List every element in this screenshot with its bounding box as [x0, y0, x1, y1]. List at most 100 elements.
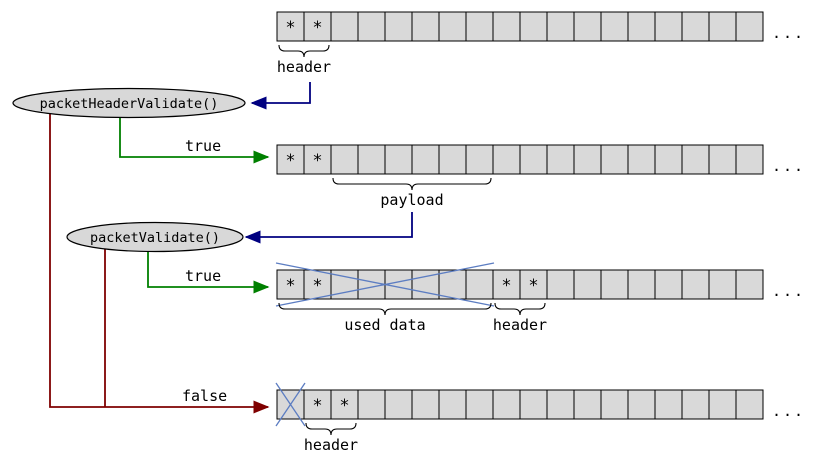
packet-row-2: **payload...	[276, 144, 803, 209]
brace-label: header	[277, 58, 331, 76]
memory-cell	[303, 269, 332, 300]
memory-cell	[573, 144, 602, 175]
memory-cell	[411, 144, 440, 175]
memory-cell	[438, 269, 467, 300]
star-mark: *	[339, 396, 349, 416]
function-node-ellipse	[12, 87, 246, 119]
edge-true-to-row-3	[147, 251, 270, 294]
memory-cell	[492, 144, 521, 175]
memory-cell	[384, 269, 413, 300]
ellipsis-label: ...	[772, 402, 805, 420]
memory-cell	[600, 144, 629, 175]
memory-cell	[573, 269, 602, 300]
star-mark: *	[528, 276, 538, 296]
memory-cell	[411, 389, 440, 420]
memory-cell	[708, 389, 737, 420]
edges	[49, 82, 413, 414]
memory-cell	[681, 389, 710, 420]
memory-cell	[357, 269, 386, 300]
memory-cell	[357, 144, 386, 175]
brace-label: header	[493, 316, 547, 334]
ellipsis-label: ...	[772, 24, 805, 42]
memory-cell	[681, 11, 710, 42]
edge-labels: true true false	[182, 137, 227, 405]
memory-cell	[519, 269, 548, 300]
memory-cell	[546, 11, 575, 42]
memory-cell	[735, 389, 764, 420]
function-node-label: packetValidate()	[90, 230, 220, 246]
star-mark: *	[285, 18, 295, 38]
memory-cell	[627, 144, 656, 175]
memory-cell	[708, 144, 737, 175]
memory-cell	[303, 389, 332, 420]
memory-cell	[492, 11, 521, 42]
memory-cell	[600, 269, 629, 300]
cross-out-mark	[275, 262, 495, 307]
memory-cell	[303, 11, 332, 42]
star-mark: *	[312, 276, 322, 296]
brace-label: used data	[344, 316, 425, 334]
memory-cell	[708, 269, 737, 300]
memory-cell	[519, 389, 548, 420]
edge-header-to-packet-header-validate	[250, 82, 311, 110]
star-mark: *	[285, 151, 295, 171]
memory-cell	[384, 389, 413, 420]
edge-label-true-top: true	[185, 137, 221, 155]
memory-cell	[627, 11, 656, 42]
function-node-packet-header-validate: packetHeaderValidate()	[12, 87, 246, 119]
underbrace	[305, 422, 357, 436]
edge-payload-to-packet-validate	[244, 212, 413, 244]
memory-cell	[438, 144, 467, 175]
memory-cell	[519, 144, 548, 175]
memory-cell	[600, 11, 629, 42]
edge-true-to-row-2	[119, 117, 270, 164]
memory-cell	[546, 144, 575, 175]
memory-cell	[627, 389, 656, 420]
packet-row-3: * * * * used data header...	[275, 262, 805, 334]
edge-label-true-mid: true	[185, 267, 221, 285]
edge-false-to-row-4	[49, 111, 270, 414]
memory-cell	[411, 11, 440, 42]
memory-cell	[465, 269, 494, 300]
brace-label: header	[304, 436, 358, 454]
memory-cell	[546, 389, 575, 420]
packet-row-1: **header...	[276, 11, 805, 76]
memory-cell	[492, 269, 521, 300]
star-mark: *	[501, 276, 511, 296]
edge-label-false: false	[182, 387, 227, 405]
memory-cell	[276, 11, 305, 42]
memory-cell	[654, 11, 683, 42]
ellipsis-label: ...	[772, 282, 805, 300]
packet-row-4: * * header...	[275, 382, 805, 454]
cross-out-mark	[275, 382, 306, 427]
memory-cell	[600, 389, 629, 420]
memory-cell	[276, 269, 305, 300]
memory-cell	[735, 269, 764, 300]
memory-cell	[681, 269, 710, 300]
memory-cell	[735, 144, 764, 175]
function-node-label: packetHeaderValidate()	[40, 96, 219, 112]
star-mark: *	[285, 276, 295, 296]
underbrace	[332, 177, 492, 191]
memory-cell	[465, 11, 494, 42]
memory-cell	[573, 11, 602, 42]
memory-cell	[276, 144, 305, 175]
memory-cell	[438, 11, 467, 42]
memory-cell	[735, 11, 764, 42]
memory-cell	[519, 11, 548, 42]
underbrace	[494, 302, 546, 316]
memory-cell	[330, 11, 359, 42]
memory-cell	[573, 389, 602, 420]
memory-cell	[465, 144, 494, 175]
memory-cell	[654, 389, 683, 420]
memory-cell	[357, 11, 386, 42]
memory-cell	[357, 389, 386, 420]
star-mark: *	[312, 151, 322, 171]
star-mark: *	[312, 396, 322, 416]
memory-cell	[492, 389, 521, 420]
memory-cell	[708, 11, 737, 42]
memory-cell	[627, 269, 656, 300]
memory-cell	[681, 144, 710, 175]
